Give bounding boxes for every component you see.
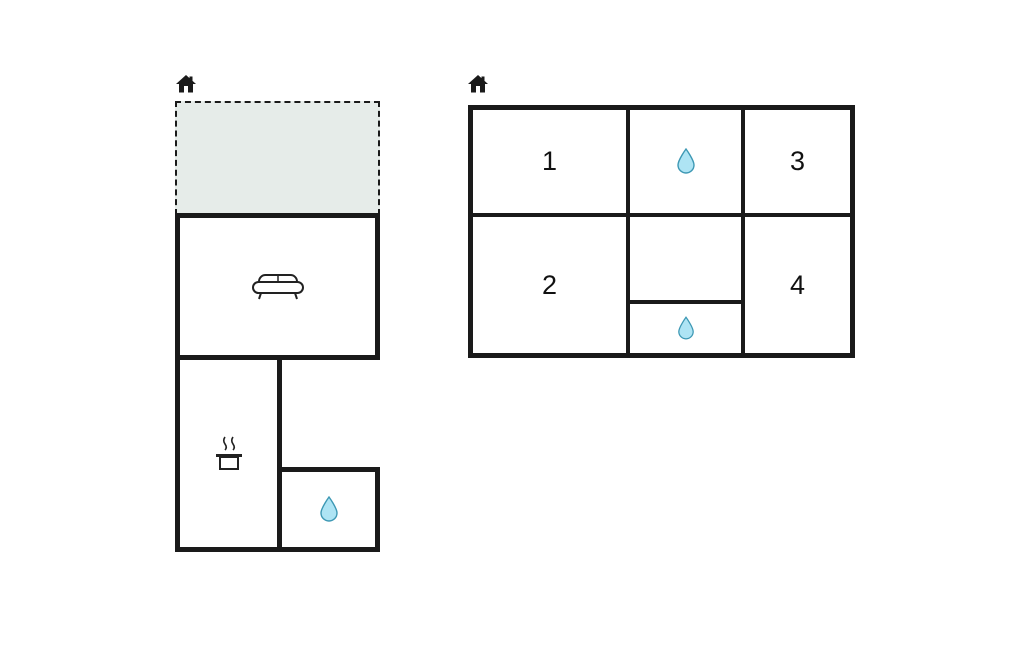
bathroom: [277, 467, 380, 552]
bedroom-1: 1: [473, 110, 626, 213]
house-icon: [176, 75, 196, 93]
cooking-pot-icon: [212, 435, 246, 473]
water-drop-icon: [676, 148, 696, 175]
room-number: 1: [541, 146, 558, 176]
house-icon: [468, 75, 488, 93]
terrace: [175, 101, 380, 215]
bathroom-top: [630, 110, 741, 213]
hallway: [630, 217, 741, 300]
right-plan-outline: 1 3 2: [468, 105, 855, 358]
bedroom-4: 4: [745, 217, 850, 353]
bedroom-2: 2: [473, 217, 626, 353]
living-room: [175, 213, 380, 360]
wall-vertical-left: [626, 110, 630, 353]
room-number: 2: [541, 269, 558, 300]
water-drop-icon: [319, 496, 339, 523]
bathroom-bottom: [630, 304, 741, 353]
bedroom-3: 3: [745, 110, 850, 213]
room-number: 4: [789, 269, 806, 300]
wall-vertical-right: [741, 110, 745, 353]
wall-horizontal-main: [473, 213, 850, 217]
wall-horizontal-bath: [626, 300, 745, 304]
room-number: 3: [789, 146, 806, 176]
sofa-icon: [251, 272, 305, 302]
kitchen: [175, 355, 282, 552]
water-drop-icon: [677, 316, 695, 341]
